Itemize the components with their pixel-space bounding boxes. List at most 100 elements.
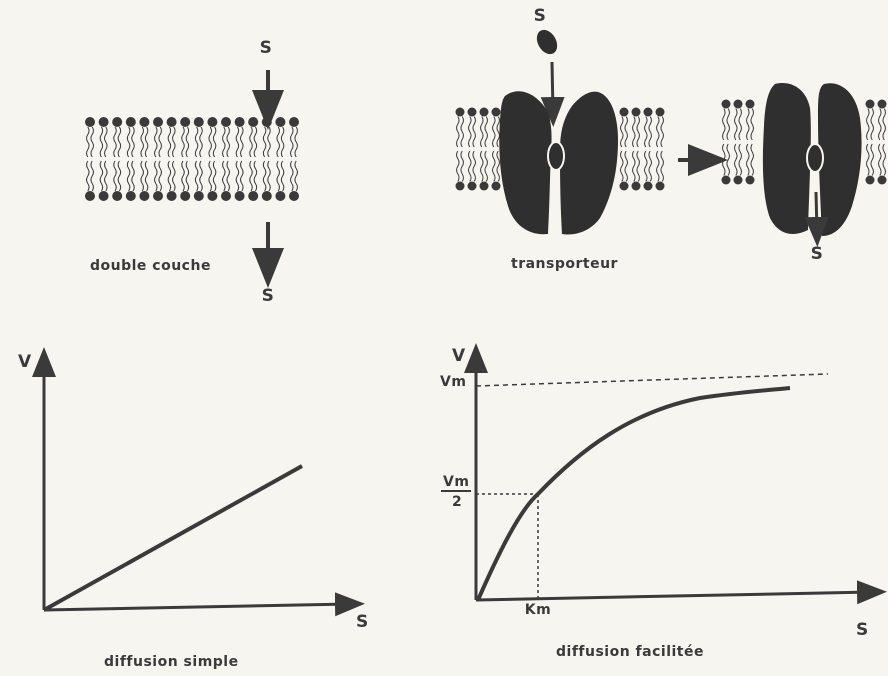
lipid-tail <box>105 127 108 157</box>
simple-chart-ylabel: V <box>18 352 32 372</box>
lipid-tail <box>100 161 103 191</box>
transporter-protein-outward <box>499 91 618 234</box>
lipid-tail <box>236 161 239 191</box>
lipid-tail <box>633 117 636 148</box>
lipid-tail <box>493 117 496 148</box>
bilayer-fragment-left <box>456 108 501 191</box>
lipid-tail <box>236 127 239 157</box>
lipid-tail <box>727 109 730 141</box>
substrate-label-top: S <box>260 38 273 58</box>
simple-diffusion-chart <box>44 362 350 610</box>
lipid-bilayer <box>85 117 299 201</box>
lipid-tail <box>250 127 253 157</box>
lipid-head <box>722 176 731 185</box>
lipid-tail <box>469 151 472 182</box>
lipid-tail <box>127 127 130 157</box>
lipid-tail <box>263 161 266 191</box>
lipid-tail <box>281 127 284 157</box>
lipid-head <box>248 191 258 201</box>
lipid-tail <box>739 144 742 176</box>
lipid-head <box>620 182 629 191</box>
lipid-tail <box>155 161 158 191</box>
lipid-tail <box>145 127 148 157</box>
lipid-head <box>289 191 299 201</box>
lipid-tail <box>481 117 484 148</box>
lipid-tail <box>241 161 244 191</box>
lipid-tail <box>871 109 874 141</box>
lipid-tail <box>867 109 870 141</box>
lipid-tail <box>461 117 464 148</box>
lipid-tail <box>723 109 726 141</box>
lipid-head <box>207 117 217 127</box>
lipid-head <box>492 182 501 191</box>
lipid-head <box>221 191 231 201</box>
lipid-tail <box>195 127 198 157</box>
lipid-head <box>99 191 109 201</box>
lipid-head <box>632 108 641 117</box>
lipid-tail <box>497 117 500 148</box>
lipid-head <box>480 108 489 117</box>
lipid-tail <box>879 109 882 141</box>
lipid-head <box>878 100 887 109</box>
lipid-tail <box>227 127 230 157</box>
lipid-tail <box>200 161 203 191</box>
lipid-head <box>126 117 136 127</box>
lipid-tail <box>118 127 121 157</box>
lipid-tail <box>105 161 108 191</box>
lipid-head <box>456 108 465 117</box>
lipid-tail <box>114 161 117 191</box>
lipid-head <box>275 191 285 201</box>
lipid-tail <box>485 151 488 182</box>
lipid-tail <box>277 161 280 191</box>
facilitated-chart-caption: diffusion facilitée <box>556 644 704 660</box>
lipid-head <box>275 117 285 127</box>
lipid-tail <box>223 161 226 191</box>
lipid-tail <box>127 161 130 191</box>
lipid-tail <box>209 127 212 157</box>
lipid-tail <box>281 161 284 191</box>
lipid-tail <box>633 151 636 182</box>
lipid-head <box>262 117 272 127</box>
lipid-tail <box>141 127 144 157</box>
lipid-tail <box>295 161 298 191</box>
lipid-tail <box>254 161 257 191</box>
substrate-label-bottom: S <box>262 286 275 306</box>
lipid-tail <box>263 127 266 157</box>
lipid-tail <box>277 127 280 157</box>
lipid-head <box>262 191 272 201</box>
lipid-head <box>85 117 95 127</box>
bilayer-fragment-right-b <box>866 100 887 185</box>
lipid-head <box>289 117 299 127</box>
lipid-tail <box>751 109 754 141</box>
lipid-tail <box>621 117 624 148</box>
substrate-molecule <box>533 26 562 58</box>
lipid-head <box>656 182 665 191</box>
lipid-tail <box>473 151 476 182</box>
lipid-head <box>85 191 95 201</box>
lipid-head <box>167 117 177 127</box>
lipid-tail <box>649 117 652 148</box>
transporter-substrate-label-top: S <box>534 6 547 26</box>
lipid-tail <box>87 127 90 157</box>
lipid-tail <box>268 161 271 191</box>
half-vmax-numerator: Vm <box>441 474 471 492</box>
lipid-tail <box>473 117 476 148</box>
lipid-tail <box>91 161 94 191</box>
lipid-tail <box>657 151 660 182</box>
lipid-tail <box>168 127 171 157</box>
lipid-tail <box>223 127 226 157</box>
lipid-head <box>746 176 755 185</box>
lipid-tail <box>168 161 171 191</box>
lipid-head <box>153 117 163 127</box>
lipid-head <box>620 108 629 117</box>
lipid-head <box>180 117 190 127</box>
lipid-tail <box>186 127 189 157</box>
lipid-head <box>112 191 122 201</box>
lipid-head <box>235 117 245 127</box>
lipid-tail <box>173 161 176 191</box>
lipid-tail <box>735 144 738 176</box>
lipid-head <box>468 182 477 191</box>
lipid-tail <box>637 117 640 148</box>
